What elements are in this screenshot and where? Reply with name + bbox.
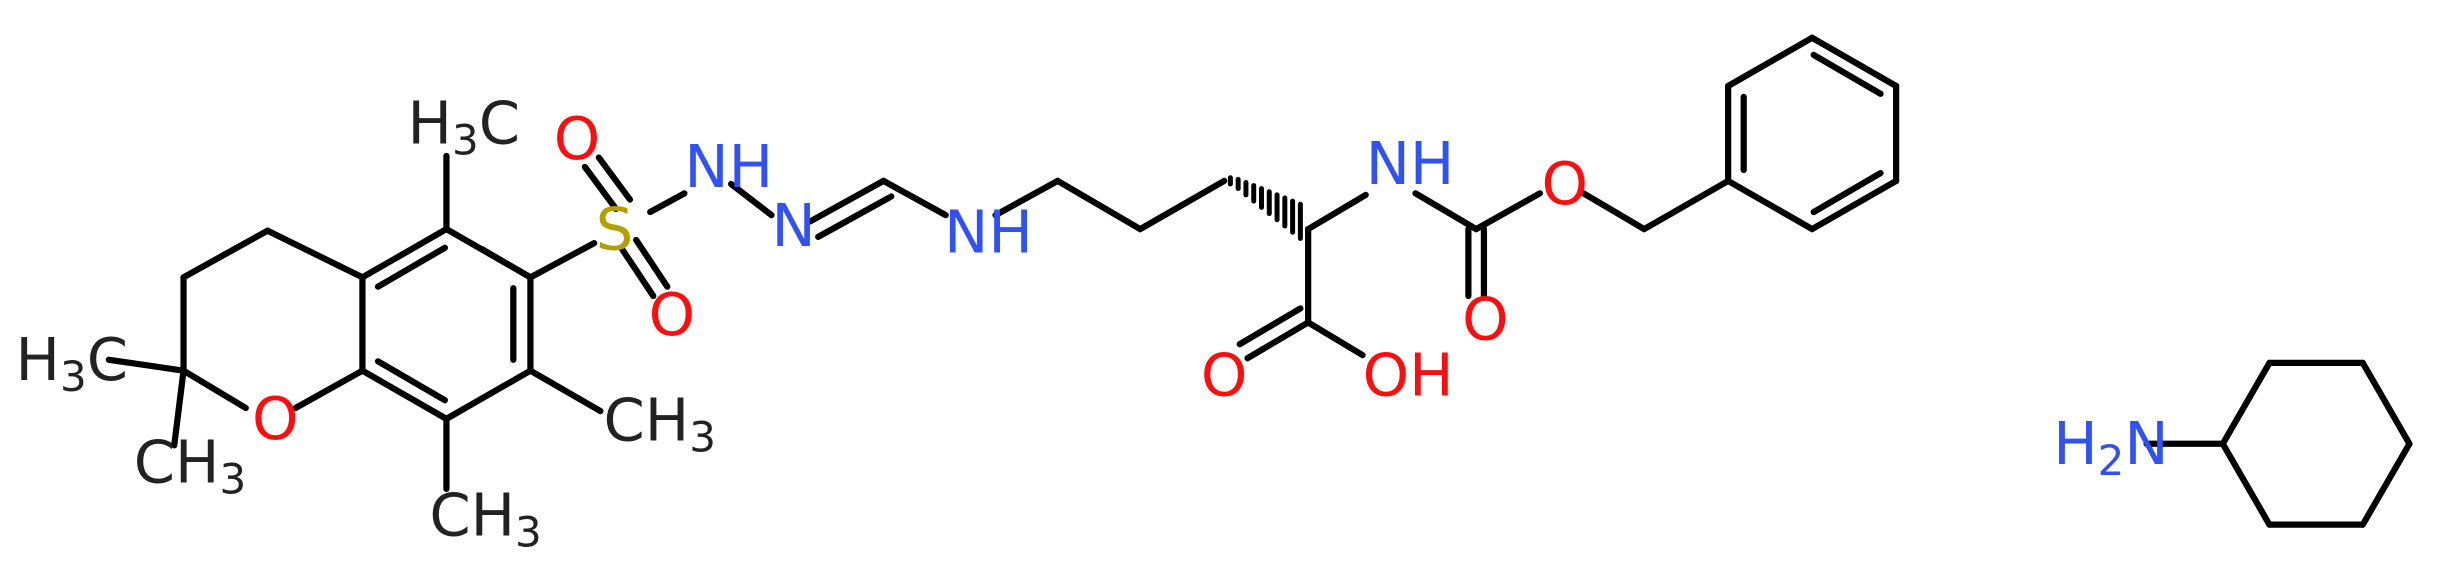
hydrazide-nh-label: NH xyxy=(684,132,773,201)
chain-bonds xyxy=(527,154,1228,300)
amino-acid-bonds xyxy=(1236,177,1732,362)
sulfonyl-oxygen-bottom-label: O xyxy=(649,280,696,349)
ester-oxygen-label: O xyxy=(1541,149,1588,218)
sulfur-label: S xyxy=(596,194,634,263)
sulfonyl-oxygen-top-label: O xyxy=(554,104,601,173)
hydrazone-n-label: N xyxy=(772,191,816,260)
amidine-nh-label: NH xyxy=(944,197,1033,266)
stereo-hash-bond xyxy=(1227,175,1303,241)
cyclohexane-bonds xyxy=(2143,359,2413,528)
methyl-top-label: H3C xyxy=(408,89,520,165)
benzene-bonds xyxy=(1725,34,1900,233)
ring-oxygen-label: O xyxy=(252,384,299,453)
carbamate-carbonyl-oxygen-label: O xyxy=(1462,285,1509,354)
acid-carbonyl-oxygen-label: O xyxy=(1201,341,1248,410)
chroman-bonds xyxy=(105,152,604,492)
hydroxyl-label: OH xyxy=(1363,341,1454,410)
methyl-left-label: H3C xyxy=(16,325,128,401)
carbamate-nh-label: NH xyxy=(1366,129,1455,198)
methyl-bottom-left-label: CH3 xyxy=(134,428,246,504)
atom-labels: H3C H3C CH3 CH3 CH3 O S O O NH N NH NH O xyxy=(16,89,2169,557)
methyl-right-label: CH3 xyxy=(604,386,716,462)
amine-h2n-label: H2N xyxy=(2053,409,2168,485)
methyl-bottom-label: CH3 xyxy=(429,481,541,557)
